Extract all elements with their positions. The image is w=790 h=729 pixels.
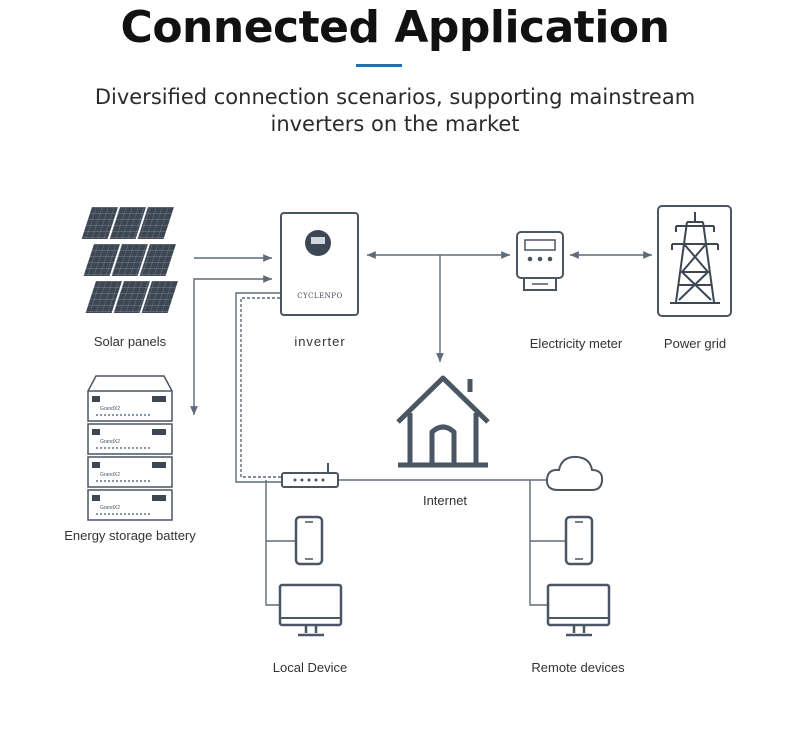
remote-monitor-icon	[546, 583, 611, 637]
electricity-meter-icon	[516, 231, 564, 291]
battery-module-3: GrandX2	[87, 456, 173, 488]
inverter-brand-text: CYCLENPO	[297, 292, 343, 300]
comm-line-dashed	[240, 297, 282, 478]
subtitle-line-2: inverters on the market	[270, 112, 520, 136]
battery-module-text: GrandX2	[100, 505, 120, 511]
inverter-label: inverter	[294, 334, 346, 349]
battery-module-text: GrandX2	[100, 472, 120, 478]
cloud-icon	[545, 455, 604, 491]
electricity-meter-label: Electricity meter	[529, 336, 623, 351]
inverter-icon: CYCLENPO	[280, 212, 359, 316]
battery-module-2: GrandX2	[87, 423, 173, 455]
local-branch-line	[265, 480, 280, 606]
remote-branch-line	[529, 480, 548, 606]
solar-panels-icon	[81, 207, 178, 313]
solar-panels-label: Solar panels	[93, 334, 167, 349]
battery-module-1: GrandX2	[87, 390, 173, 422]
remote-devices-label: Remote devices	[531, 660, 625, 675]
solar-to-inverter-line-2	[190, 275, 272, 415]
battery-module-text: GrandX2	[100, 406, 120, 412]
house-icon	[396, 375, 490, 468]
page-title: Connected Application	[120, 2, 670, 53]
local-monitor-icon	[278, 583, 343, 637]
power-grid-label: Power grid	[663, 336, 727, 351]
battery-module-text: GrandX2	[100, 439, 120, 445]
remote-phone-icon	[564, 515, 594, 566]
battery-module-4: GrandX2	[87, 489, 173, 521]
local-device-label: Local Device	[272, 660, 348, 675]
subtitle-line-1: Diversified connection scenarios, suppor…	[94, 85, 696, 109]
page-subtitle: Diversified connection scenarios, suppor…	[0, 84, 790, 138]
connection-lines	[190, 251, 652, 606]
router-icon	[281, 463, 339, 488]
battery-label: Energy storage battery	[64, 528, 196, 543]
internet-label: Internet	[422, 493, 468, 508]
title-underline	[356, 64, 402, 67]
power-grid-icon	[657, 205, 732, 317]
energy-storage-battery-icon: GrandX2 GrandX2 GrandX2 GrandX2	[87, 375, 173, 521]
comm-line-solid	[235, 292, 282, 483]
local-phone-icon	[294, 515, 324, 566]
